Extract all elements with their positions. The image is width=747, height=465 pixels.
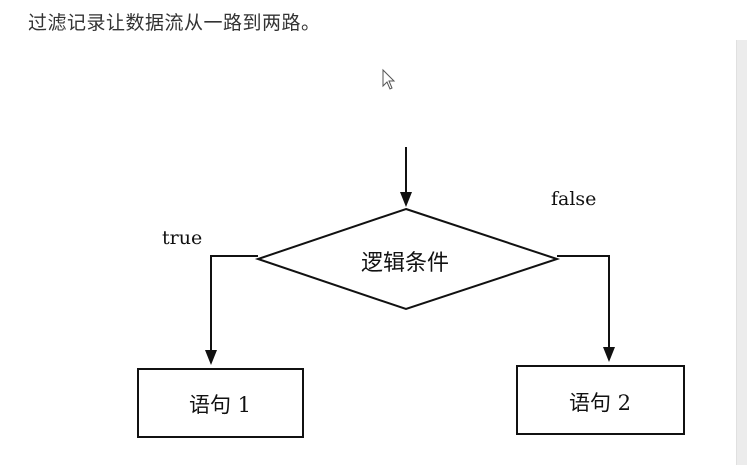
statement-box-1 <box>137 368 304 438</box>
true-label: true <box>162 227 202 249</box>
statement-box-2 <box>516 365 685 435</box>
description-text: 过滤记录让数据流从一路到两路。 <box>28 12 321 34</box>
statement-1-label: 语句 1 <box>189 393 251 417</box>
entry-arrow <box>400 147 412 207</box>
condition-label: 逻辑条件 <box>361 251 449 276</box>
decision-diamond <box>254 207 561 311</box>
mouse-cursor-icon <box>382 68 396 90</box>
false-label: false <box>551 188 596 210</box>
false-branch-line <box>557 255 615 362</box>
scrollbar-track[interactable] <box>736 40 747 465</box>
true-branch-line <box>205 255 258 365</box>
statement-2-label: 语句 2 <box>569 391 631 415</box>
